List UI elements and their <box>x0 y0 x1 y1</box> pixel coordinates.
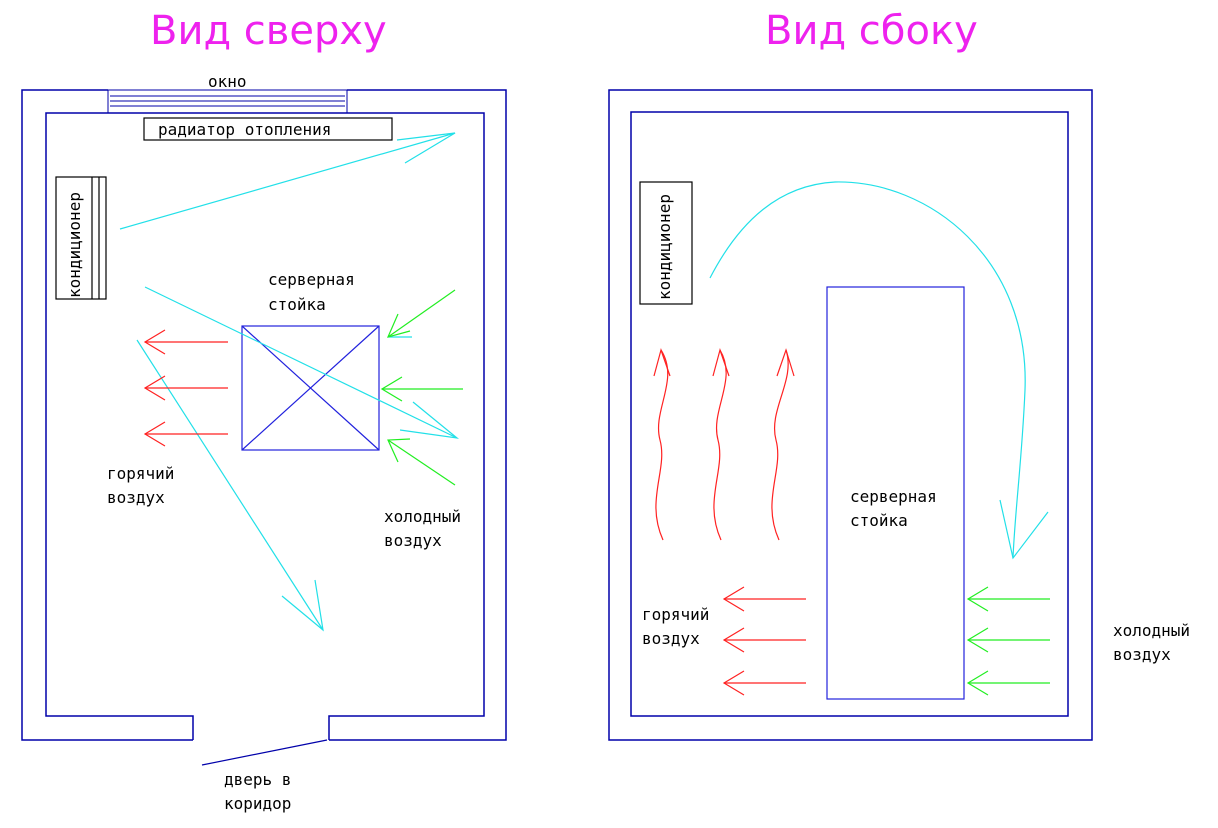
top-rack-label-line2: стойка <box>268 295 326 314</box>
side-air-conditioner <box>639 181 693 305</box>
side-hot-air-arrows <box>722 586 806 696</box>
inner-wall <box>45 112 485 740</box>
side-inner-wall <box>630 111 1069 717</box>
top-cold-air-arrows <box>380 289 463 486</box>
top-hot-air-label-line1: горячий <box>107 464 174 483</box>
top-cold-air-label-line1: холодный <box>384 507 461 526</box>
top-ac-label: кондиционер <box>65 192 84 298</box>
top-view-title: Вид сверху <box>150 8 387 54</box>
door-label-line1: дверь в <box>224 770 291 789</box>
side-hot-air-label-line1: горячий <box>642 605 709 624</box>
side-cold-air-label-line1: холодный <box>1113 621 1190 640</box>
top-hot-air-arrows <box>143 329 228 447</box>
side-rack-label-line1: серверная <box>850 487 937 506</box>
top-air-conditioner <box>55 176 107 300</box>
outer-wall-right <box>329 89 507 741</box>
side-view-walls <box>608 89 1093 741</box>
window <box>107 89 348 114</box>
window-label: окно <box>208 72 247 91</box>
door-label-line2: коридор <box>224 794 291 813</box>
side-cold-air-arrows <box>966 586 1050 696</box>
side-cold-air-label-line2: воздух <box>1113 645 1171 664</box>
radiator-label: радиатор отопления <box>158 120 331 139</box>
top-cold-air-label-line2: воздух <box>384 531 442 550</box>
side-ac-label: кондиционер <box>655 194 674 300</box>
side-rising-hot-air <box>653 347 795 541</box>
top-air-flow <box>119 132 460 632</box>
side-outer-wall <box>608 89 1093 741</box>
top-hot-air-label-line2: воздух <box>107 488 165 507</box>
side-view-title: Вид сбоку <box>765 8 978 54</box>
side-view: Вид сбоку кондиционер серверная стойка <box>608 8 1190 741</box>
side-air-flow <box>709 181 1049 560</box>
top-server-rack <box>241 325 380 451</box>
side-rack-label-line2: стойка <box>850 511 908 530</box>
door-pointer-line <box>201 739 328 766</box>
top-rack-label-line1: серверная <box>268 270 355 289</box>
outer-wall <box>21 89 193 741</box>
side-hot-air-label-line2: воздух <box>642 629 700 648</box>
side-server-rack <box>826 286 965 700</box>
radiator <box>143 117 393 141</box>
top-view: Вид сверху окно радиатор отопления конди… <box>21 8 507 813</box>
